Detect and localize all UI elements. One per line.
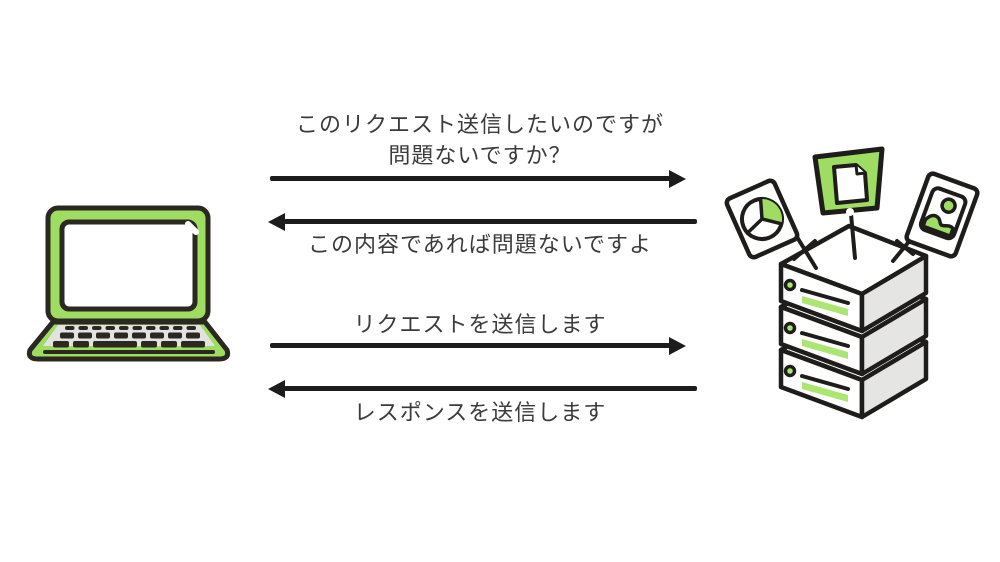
pie-chart-card-icon bbox=[724, 178, 800, 260]
response-arrow bbox=[268, 379, 697, 398]
preflight-response-arrow bbox=[268, 212, 697, 231]
preflight-request-arrow bbox=[270, 169, 686, 188]
card-connectors bbox=[792, 212, 918, 270]
laptop-screen bbox=[59, 219, 198, 312]
response-label: レスポンスを送信します bbox=[268, 397, 692, 428]
request-label: リクエストを送信します bbox=[268, 309, 692, 340]
image-card-icon bbox=[904, 171, 980, 259]
laptop-keyboard bbox=[43, 325, 215, 346]
request-arrow bbox=[270, 336, 686, 355]
server-stack-icon bbox=[724, 146, 980, 430]
laptop-icon bbox=[26, 205, 231, 362]
label-line: 問題ないですか？ bbox=[388, 143, 572, 168]
preflight-response-label: この内容であれば問題ないですよ bbox=[268, 229, 692, 260]
label-line: この内容であれば問題ないですよ bbox=[307, 232, 653, 257]
label-line: レスポンスを送信します bbox=[353, 400, 607, 425]
label-line: リクエストを送信します bbox=[353, 312, 607, 337]
label-line: このリクエスト送信したいのですが bbox=[295, 112, 664, 137]
preflight-request-label: このリクエスト送信したいのですが 問題ないですか？ bbox=[268, 109, 692, 171]
document-card-icon bbox=[812, 146, 885, 216]
